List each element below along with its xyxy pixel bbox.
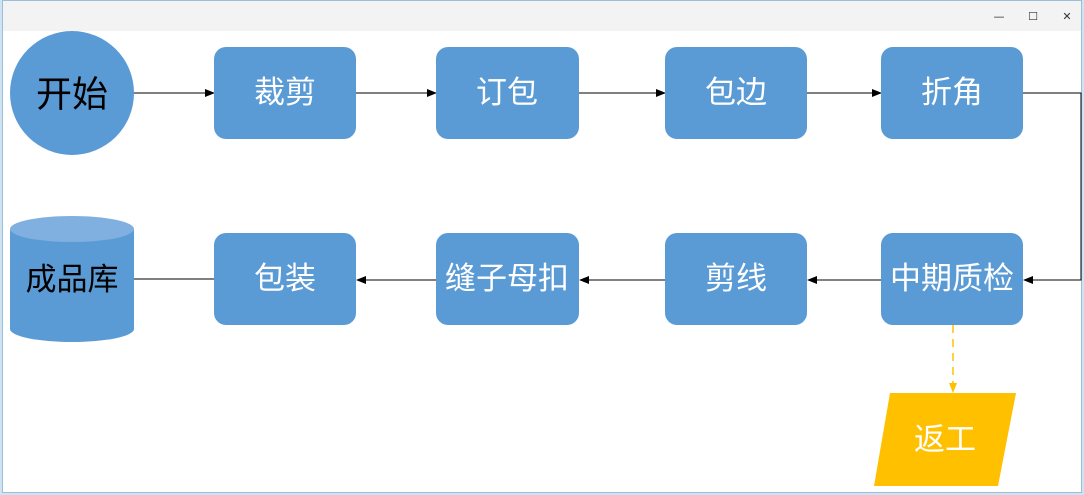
close-icon[interactable]: ✕ [1062,9,1072,23]
node-button-sewing-label: 缝子母扣 [445,261,569,297]
node-edging[interactable]: 包边 [665,47,807,139]
node-inspection[interactable]: 中期质检 [881,233,1023,325]
node-warehouse-label: 成品库 [26,262,119,298]
node-binding-label: 订包 [476,75,538,111]
node-cutting-label: 裁剪 [254,75,316,111]
node-warehouse[interactable]: 成品库 [10,216,134,342]
node-thread-trim[interactable]: 剪线 [665,233,807,325]
arrow-corner-to-inspection [1023,92,1082,284]
node-packing[interactable]: 包装 [214,233,356,325]
node-start-label: 开始 [36,75,108,116]
node-corner-label: 折角 [921,75,983,111]
node-packing-label: 包装 [254,261,316,297]
node-start[interactable]: 开始 [10,31,134,155]
node-corner[interactable]: 折角 [881,47,1023,139]
node-cutting[interactable]: 裁剪 [214,47,356,139]
title-bar: — ☐ ✕ [3,1,1081,31]
node-rework-label: 返工 [914,422,976,458]
node-rework[interactable]: 返工 [874,393,1016,486]
node-binding[interactable]: 订包 [436,47,579,139]
maximize-icon[interactable]: ☐ [1028,9,1038,23]
node-edging-label: 包边 [705,75,767,111]
node-inspection-label: 中期质检 [890,261,1014,297]
connectors [134,89,1082,393]
minimize-icon[interactable]: — [993,9,1005,23]
node-button-sewing[interactable]: 缝子母扣 [436,233,579,325]
node-thread-trim-label: 剪线 [705,261,767,297]
